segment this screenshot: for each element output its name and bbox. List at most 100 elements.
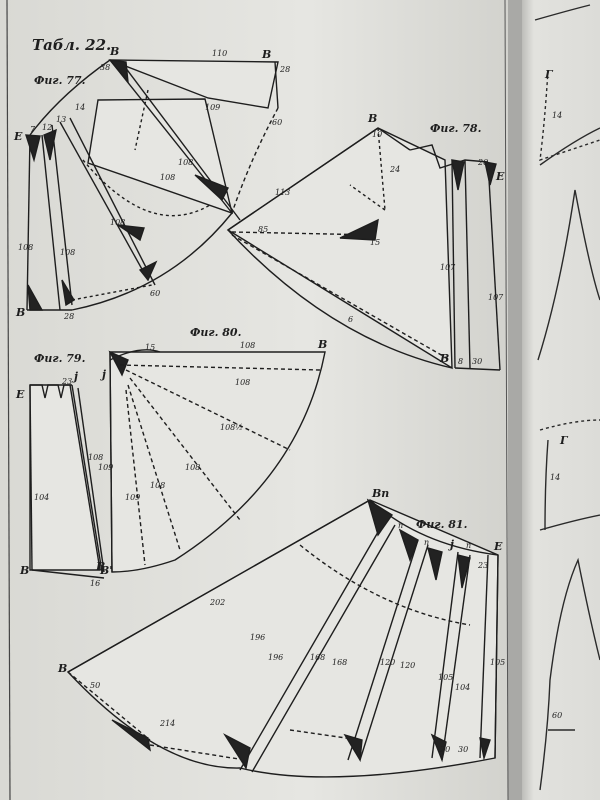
fig81-label: 168 [310, 653, 325, 662]
fig80-label: В' [99, 564, 113, 577]
fig77-drawing [25, 59, 279, 311]
fig81-label: 50 [90, 681, 100, 690]
fig77-label: 60 [150, 289, 160, 298]
fig81-label: п [466, 541, 471, 550]
fig80-label: 108 [235, 378, 250, 387]
fig79-label: 16 [90, 579, 100, 588]
fig79-title: Фиг. 79. [34, 352, 86, 365]
fig81-label: 196 [268, 653, 283, 662]
fig77-label: 12 [42, 123, 52, 132]
fig78-drawing [226, 127, 501, 371]
fig78-label: 30 [472, 357, 482, 366]
fig81-label: п [424, 538, 429, 547]
fig78-label: 8 [458, 357, 463, 366]
fig79-label: 104 [34, 493, 49, 502]
fig81-label: В [57, 662, 67, 675]
fig79-label: 23 [61, 377, 72, 386]
fig77-label: В [261, 48, 271, 61]
fig77-label: 108 [178, 158, 193, 167]
fig77-label: 108 [160, 173, 175, 182]
fig77-labels: Фиг. 77. В В 28 Е В 110 109 108 108 108 … [13, 45, 290, 321]
fig81-label: 120 [400, 661, 415, 670]
fig80-label: 108½ [220, 423, 243, 432]
plate-title: Табл. 22. [32, 36, 111, 54]
fig81-label: 214 [159, 719, 175, 728]
fig80-labels: Фиг. 80. 15 108 В j 108 108½ 108 108 109… [98, 326, 327, 577]
fig80-title: Фиг. 80. [190, 326, 242, 339]
fig78-label: 20 [477, 158, 488, 167]
fig77-label: 28 [279, 65, 290, 74]
fig78-label: В [439, 352, 449, 365]
fig81-label: 120 [380, 658, 395, 667]
fig77-label: Е [13, 130, 23, 143]
next-page-label: 14 [550, 473, 560, 482]
next-page-drawing [534, 4, 600, 791]
fig77-label: 14 [75, 103, 85, 112]
fig81-label: 105 [438, 673, 453, 682]
fig80-label: 108 [185, 463, 200, 472]
fig77-label: 7 [30, 125, 36, 134]
fig81-label: 196 [250, 633, 265, 642]
fig81-label: 30 [458, 745, 468, 754]
fig78-labels: Фиг. 78. В 10 113 85 24 20 Е 107 107 15 … [258, 112, 505, 366]
fig78-label: 6 [348, 315, 353, 324]
fig79-label: В [95, 560, 105, 573]
fig77-label: 13 [56, 115, 66, 124]
fig77-label: 108 [18, 243, 33, 252]
fig81-label: п [398, 521, 403, 530]
fig81-label: 105 [490, 658, 505, 667]
fig81-label: j [448, 538, 454, 551]
fig81-label: Е [493, 540, 503, 553]
fig80-label: 108 [150, 481, 165, 490]
fig81-title: Фиг. 81. [416, 518, 468, 531]
fig81-label: 104 [455, 683, 470, 692]
next-page-label: 60 [552, 711, 562, 720]
fig77-label: 108 [60, 248, 75, 257]
page-border-right [504, 0, 509, 800]
fig78-label: 10 [372, 130, 382, 139]
fig78-label: 85 [258, 225, 268, 234]
fig78-title: Фиг. 78. [430, 122, 482, 135]
fig78-label: Е [495, 170, 505, 183]
next-page-label: Г [559, 434, 569, 447]
fig78-label: В [367, 112, 377, 125]
page-gutter [508, 0, 526, 800]
fig79-labels: Фиг. 79. Е 23 j 108 104 В В 16 [15, 352, 105, 588]
fig80-label: j [100, 368, 106, 381]
fig78-label: 24 [389, 165, 400, 174]
fig77-title: Фиг. 77. [34, 74, 86, 87]
fig79-drawing [29, 384, 105, 579]
fig77-label: 108 [110, 218, 125, 227]
fig77-label: 28 [63, 312, 74, 321]
next-page-label: Г [544, 68, 554, 81]
fig78-label: 113 [275, 188, 290, 197]
fig77-label: 110 [212, 49, 227, 58]
fig78-label: 107 [440, 263, 456, 272]
fig81-label: 168 [332, 658, 347, 667]
fig79-label: В [19, 564, 29, 577]
fig81-label: 23 [477, 561, 488, 570]
fig80-label: 109 [98, 463, 113, 472]
fig81-drawing [66, 498, 499, 778]
fig81-label: Вп [371, 487, 389, 500]
fig79-label: j [72, 370, 78, 383]
fig80-label: 108 [240, 341, 255, 350]
fig80-label: 109 [125, 493, 140, 502]
fig81-label: 20 [439, 745, 450, 754]
right-page [522, 0, 600, 800]
fig77-label: 109 [205, 103, 220, 112]
next-page-label: 14 [552, 111, 562, 120]
fig77-label: 38 [100, 63, 110, 72]
fig80-drawing [108, 349, 326, 573]
fig78-label: 107 [488, 293, 504, 302]
fig77-label: В [15, 306, 25, 319]
fig81-label: 202 [209, 598, 225, 607]
fig79-label: 108 [88, 453, 103, 462]
next-page-labels: Г 14 Г 14 60 [544, 68, 569, 720]
fig81-labels: Фиг. 81. Вп п п j п Е 23 202 196 196 168… [57, 487, 505, 754]
fig78-label: 15 [370, 238, 380, 247]
fig80-label: 15 [145, 343, 155, 352]
fig80-label: В [317, 338, 327, 351]
